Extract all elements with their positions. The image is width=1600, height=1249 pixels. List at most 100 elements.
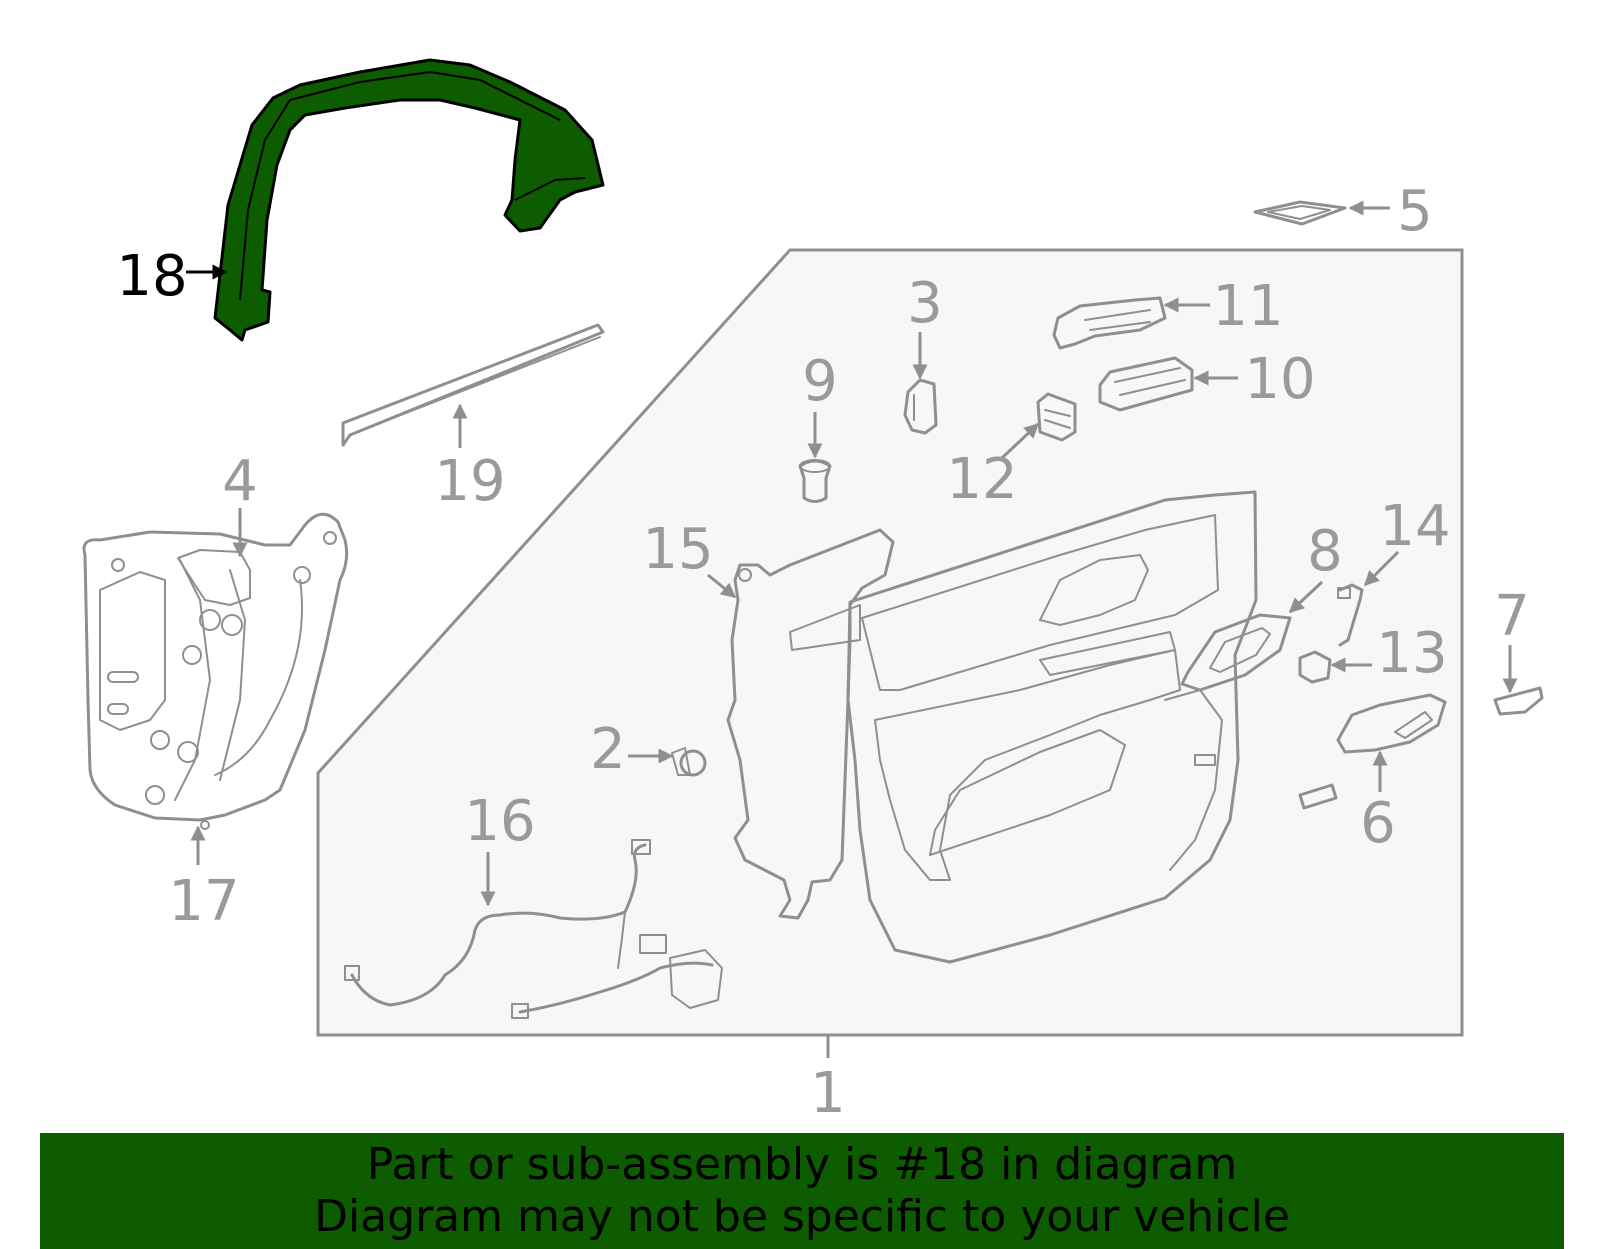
part-13-body xyxy=(1298,650,1332,684)
part-16-connector-2 xyxy=(344,965,360,981)
part-17-cable xyxy=(214,579,303,776)
part-19-edge xyxy=(349,336,601,436)
part-11-bezel[interactable] xyxy=(1052,296,1167,350)
part-19-body xyxy=(341,323,605,447)
part-11-detail xyxy=(1084,309,1151,331)
part-19-belt-strip[interactable] xyxy=(341,323,605,447)
part-5-body xyxy=(1253,200,1347,226)
callout-1: 1 xyxy=(810,1061,846,1126)
callout-14: 14 xyxy=(1379,494,1450,559)
part-17-slot-2 xyxy=(107,703,129,715)
part-10-switch[interactable] xyxy=(1098,356,1194,412)
part-18-inner-line xyxy=(239,70,561,301)
part-16-connector-4 xyxy=(639,934,667,954)
part-17-pulley-1 xyxy=(199,609,221,631)
callout-17: 17 xyxy=(168,869,239,934)
part-16-connector-3 xyxy=(511,1003,529,1019)
part-2-head xyxy=(679,749,707,777)
part-7-body xyxy=(1493,686,1544,716)
trim-insert-body xyxy=(1298,783,1338,810)
part-17-hole-3 xyxy=(111,558,125,572)
part-17-pulley-4 xyxy=(150,730,170,750)
part-8-body xyxy=(1180,613,1292,692)
part-3-body xyxy=(903,378,938,435)
callout-18: 18 xyxy=(116,244,187,309)
part-12-switch[interactable] xyxy=(1036,392,1077,442)
part-18-inner-line-2 xyxy=(514,177,586,201)
part-11-body xyxy=(1052,296,1167,350)
part-17-plate xyxy=(82,512,349,822)
part-6-grip xyxy=(1394,711,1433,739)
part-18-body xyxy=(213,58,605,342)
trim-panel-outer xyxy=(846,490,1258,964)
callout-11: 11 xyxy=(1212,274,1283,339)
part-15-hole xyxy=(738,568,752,582)
part-16-connector-1 xyxy=(631,839,651,855)
part-6-handle-bezel[interactable] xyxy=(1336,693,1447,754)
part-2-fastener[interactable] xyxy=(671,747,707,777)
notice-banner: Part or sub-assembly is #18 in diagram D… xyxy=(40,1133,1564,1249)
part-6-body xyxy=(1336,693,1447,754)
part-10-detail xyxy=(1114,367,1186,396)
part-4-bracket xyxy=(177,549,251,606)
leader-12 xyxy=(1000,422,1040,460)
callout-3: 3 xyxy=(907,271,943,336)
part-18-window-frame[interactable] xyxy=(213,58,605,342)
callout-16: 16 xyxy=(464,789,535,854)
part-3-clip[interactable] xyxy=(903,378,938,435)
part-16-latch-module xyxy=(669,949,723,1009)
leader-14 xyxy=(1363,550,1400,587)
callout-9: 9 xyxy=(802,349,838,414)
part-15-flange xyxy=(789,604,861,651)
part-13-switch[interactable] xyxy=(1298,650,1332,684)
leader-8 xyxy=(1288,580,1324,614)
part-17-pulley-6 xyxy=(145,785,165,805)
part-16-harness-main xyxy=(350,843,647,1007)
part-8-handle[interactable] xyxy=(1180,613,1292,692)
part-trim-insert[interactable] xyxy=(1298,783,1338,810)
trim-panel-upper xyxy=(861,514,1219,691)
part-7-cap[interactable] xyxy=(1493,686,1544,716)
part-8-grip xyxy=(1209,627,1271,673)
part-9-body xyxy=(798,459,832,503)
part-17-recess xyxy=(99,571,166,731)
callout-15: 15 xyxy=(642,517,713,582)
part-17-rail xyxy=(174,559,211,801)
assembly-outline xyxy=(316,248,1464,1037)
part-2-shaft xyxy=(671,747,691,776)
part-5-trim-cover[interactable] xyxy=(1253,200,1347,226)
part-17-rail-2 xyxy=(219,569,246,781)
trim-panel-edge xyxy=(1164,689,1223,871)
part-17-hole-1 xyxy=(293,566,311,584)
part-17-slot-1 xyxy=(107,671,139,683)
part-14-body xyxy=(1338,583,1364,647)
callout-19: 19 xyxy=(434,449,505,514)
notice-line-part: Part or sub-assembly is #18 in diagram xyxy=(366,1139,1238,1190)
part-16-harness-branch xyxy=(518,961,714,1014)
leader-15 xyxy=(707,573,737,599)
callout-13: 13 xyxy=(1376,621,1447,686)
part-14-connector xyxy=(1337,587,1351,599)
part-12-body xyxy=(1036,392,1077,442)
trim-panel-vent xyxy=(1194,754,1216,766)
callout-7: 7 xyxy=(1494,584,1530,649)
callout-2: 2 xyxy=(590,717,626,782)
part-17-door-module[interactable] xyxy=(82,512,349,830)
part-5-inner xyxy=(1267,205,1331,220)
part-15-bracket[interactable] xyxy=(726,528,895,920)
callout-8: 8 xyxy=(1307,519,1343,584)
callout-10: 10 xyxy=(1244,347,1315,412)
part-16-wiring-harness[interactable] xyxy=(344,839,723,1019)
part-10-body xyxy=(1098,356,1194,412)
part-17-pulley-2 xyxy=(221,614,243,636)
notice-line-disclaimer: Diagram may not be specific to your vehi… xyxy=(314,1191,1290,1242)
part-12-detail xyxy=(1044,409,1071,429)
part-9-plug[interactable] xyxy=(798,459,832,503)
door-trim-panel[interactable] xyxy=(846,490,1258,964)
callout-5: 5 xyxy=(1397,179,1433,244)
part-17-hole-2 xyxy=(323,531,337,545)
part-14-wire[interactable] xyxy=(1337,583,1364,647)
part-17-hole-4 xyxy=(200,820,210,830)
callout-12: 12 xyxy=(946,447,1017,512)
